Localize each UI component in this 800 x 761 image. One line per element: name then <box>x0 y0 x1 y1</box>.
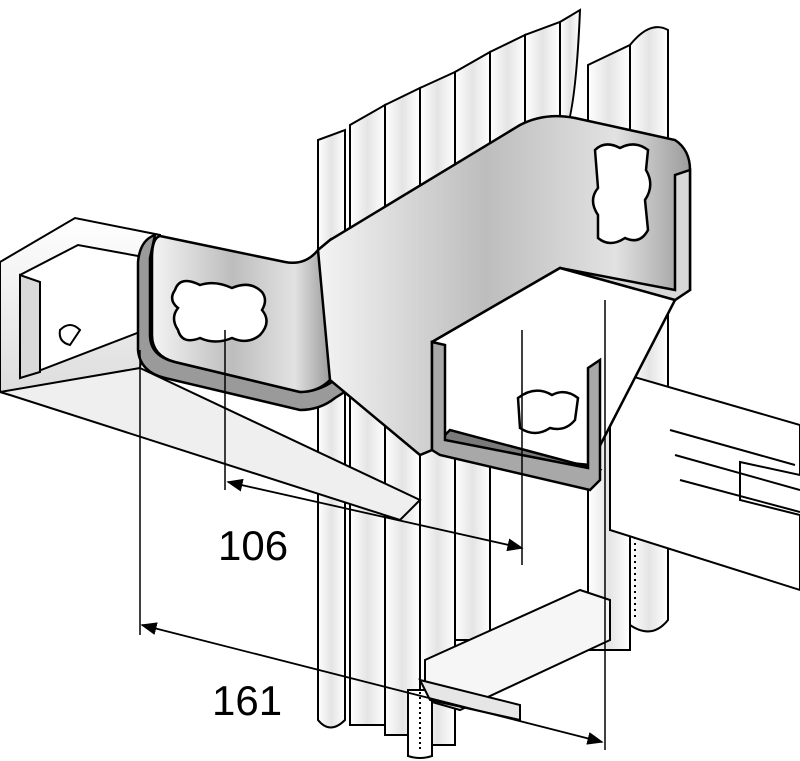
dimension-106-label: 106 <box>218 522 288 569</box>
bracket <box>136 114 692 492</box>
dimension-161-label: 161 <box>212 677 282 724</box>
dimension-106: 106 <box>218 478 524 569</box>
dimension-106-line <box>226 478 524 552</box>
dimension-161: 161 <box>140 622 604 745</box>
horizontal-rail-right <box>609 368 800 592</box>
dimension-161-line <box>140 622 604 745</box>
